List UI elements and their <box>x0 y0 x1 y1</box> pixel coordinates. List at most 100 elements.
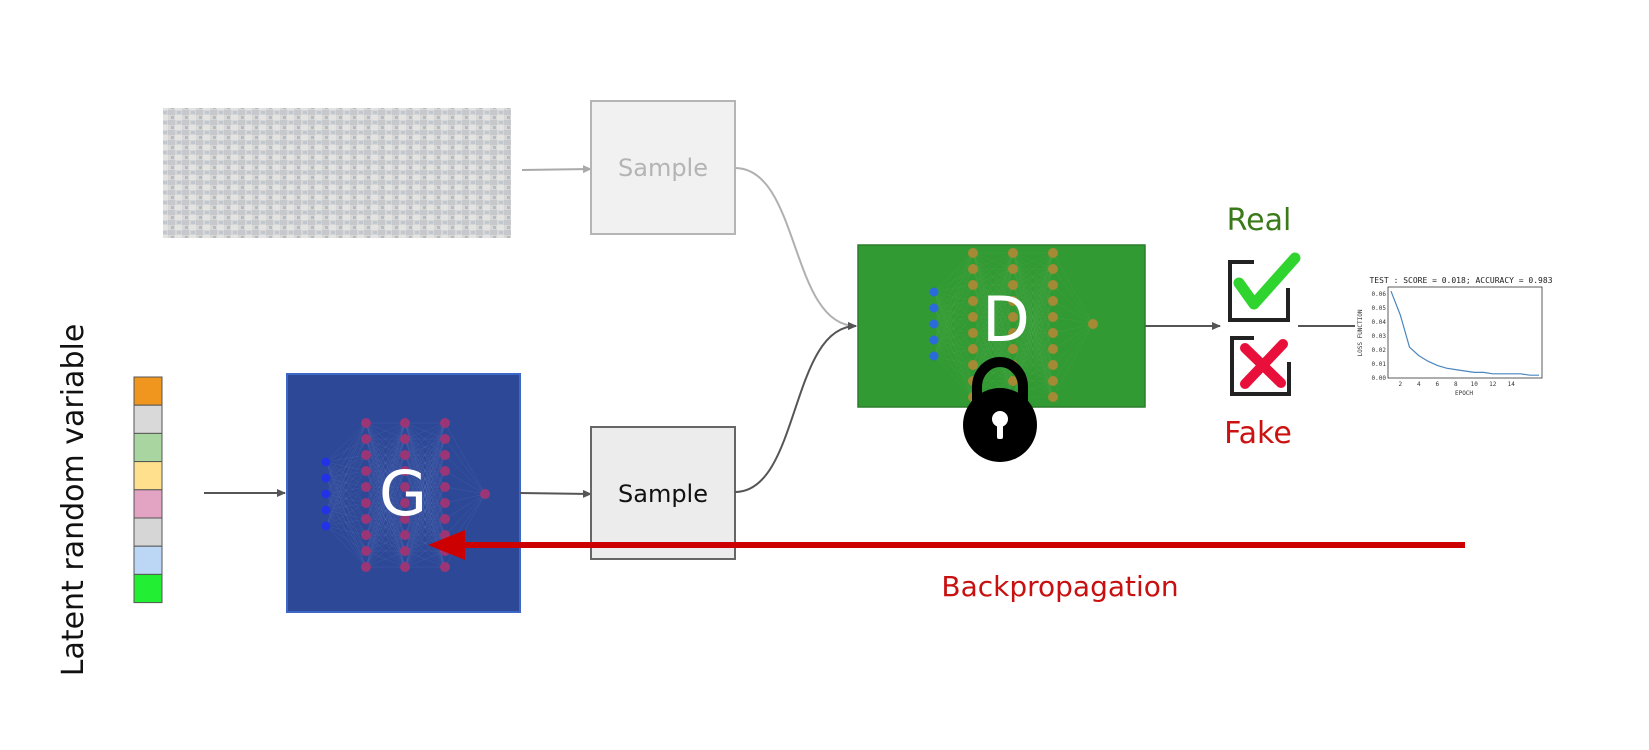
loss-plot-xlabel: EPOCH <box>1455 390 1473 397</box>
loss-plot-xtick: 14 <box>1508 381 1516 388</box>
net-edge <box>325 502 367 527</box>
net-edge <box>404 422 446 504</box>
net-node <box>1048 296 1058 306</box>
net-node <box>440 466 450 476</box>
net-edge <box>972 252 1014 318</box>
net-edge <box>365 422 406 472</box>
net-edge <box>1052 323 1094 366</box>
net-edge <box>933 316 974 357</box>
net-edge <box>404 550 446 568</box>
net-node <box>968 296 978 306</box>
net-edge <box>365 518 406 568</box>
net-edge <box>404 422 446 440</box>
net-edge <box>325 422 367 527</box>
net-edge <box>1052 316 1094 325</box>
net-node <box>400 450 410 460</box>
net-edge <box>972 252 1014 302</box>
net-edge <box>365 454 406 568</box>
net-node <box>321 521 331 531</box>
loss-plot-ytick: 0.03 <box>1372 333 1387 340</box>
net-node <box>400 562 410 572</box>
net-edge <box>933 332 974 357</box>
net-node <box>440 434 450 444</box>
net-edge <box>325 438 367 527</box>
net-node <box>440 514 450 524</box>
generator-network: G <box>286 373 521 613</box>
net-node <box>400 434 410 444</box>
loss-plot-xtick: 10 <box>1471 381 1479 388</box>
net-node <box>361 498 371 508</box>
net-node <box>1048 344 1058 354</box>
discriminator-letter: D <box>982 283 1030 356</box>
net-edge <box>404 454 446 568</box>
loss-plot-frame <box>1387 286 1543 379</box>
net-edge <box>404 422 446 472</box>
net-edge <box>365 422 406 552</box>
latent-cell <box>133 461 163 491</box>
net-node <box>361 530 371 540</box>
net-edge <box>1052 323 1094 382</box>
net-edge <box>325 486 367 527</box>
net-edge <box>365 422 406 440</box>
net-edge <box>1052 284 1094 325</box>
net-edge <box>325 525 367 568</box>
net-edge <box>1012 252 1054 382</box>
net-node <box>1048 312 1058 322</box>
net-edge <box>1012 252 1054 334</box>
net-edge <box>933 355 974 366</box>
net-node <box>1008 328 1018 338</box>
loss-plot-ytick: 0.04 <box>1372 319 1387 326</box>
net-node <box>480 489 490 499</box>
latent-cell <box>133 573 163 604</box>
net-edge <box>325 470 367 527</box>
net-edge <box>933 268 974 357</box>
net-edge <box>404 422 446 536</box>
net-edge <box>404 438 446 568</box>
net-edge <box>365 422 406 504</box>
net-node <box>400 498 410 508</box>
net-node <box>361 562 371 572</box>
net-edge <box>1052 252 1094 325</box>
net-node <box>968 328 978 338</box>
fake-label: Fake <box>1224 416 1292 451</box>
net-edge <box>933 300 974 357</box>
net-edge <box>325 422 367 479</box>
real-sample-label: Sample <box>618 154 708 182</box>
net-edge <box>325 422 367 495</box>
net-node <box>1048 392 1058 402</box>
net-edge <box>1052 323 1094 350</box>
net-edge <box>404 486 446 568</box>
net-edge <box>444 493 486 504</box>
latent-cell <box>133 404 163 434</box>
net-edge <box>1012 252 1054 366</box>
net-node <box>929 319 939 329</box>
net-edge <box>444 470 486 495</box>
real-dataset-image <box>163 108 511 238</box>
net-node <box>968 360 978 370</box>
net-node <box>1008 312 1018 322</box>
net-edge <box>933 252 974 357</box>
net-node <box>361 482 371 492</box>
net-edge <box>404 518 446 568</box>
net-edge <box>444 454 486 495</box>
real-label: Real <box>1227 203 1292 238</box>
g-to-sample-arrow <box>519 489 592 498</box>
net-node <box>321 473 331 483</box>
net-edge <box>972 252 1014 286</box>
net-node <box>440 498 450 508</box>
net-edge <box>444 422 486 495</box>
net-edge <box>933 284 974 357</box>
loss-plot-xtick: 2 <box>1398 381 1402 388</box>
net-edge <box>365 534 406 568</box>
lock-icon <box>963 357 1037 462</box>
net-node <box>968 312 978 322</box>
net-node <box>1048 360 1058 370</box>
net-edge <box>1052 300 1094 325</box>
net-node <box>400 530 410 540</box>
net-node <box>361 514 371 524</box>
net-edge <box>365 422 406 568</box>
generator-letter: G <box>379 457 427 530</box>
net-node <box>1048 328 1058 338</box>
dataset-to-sample-arrow <box>521 165 592 174</box>
loss-plot: TEST : SCORE = 0.018; ACCURACY = 0.983 L… <box>1357 276 1553 397</box>
